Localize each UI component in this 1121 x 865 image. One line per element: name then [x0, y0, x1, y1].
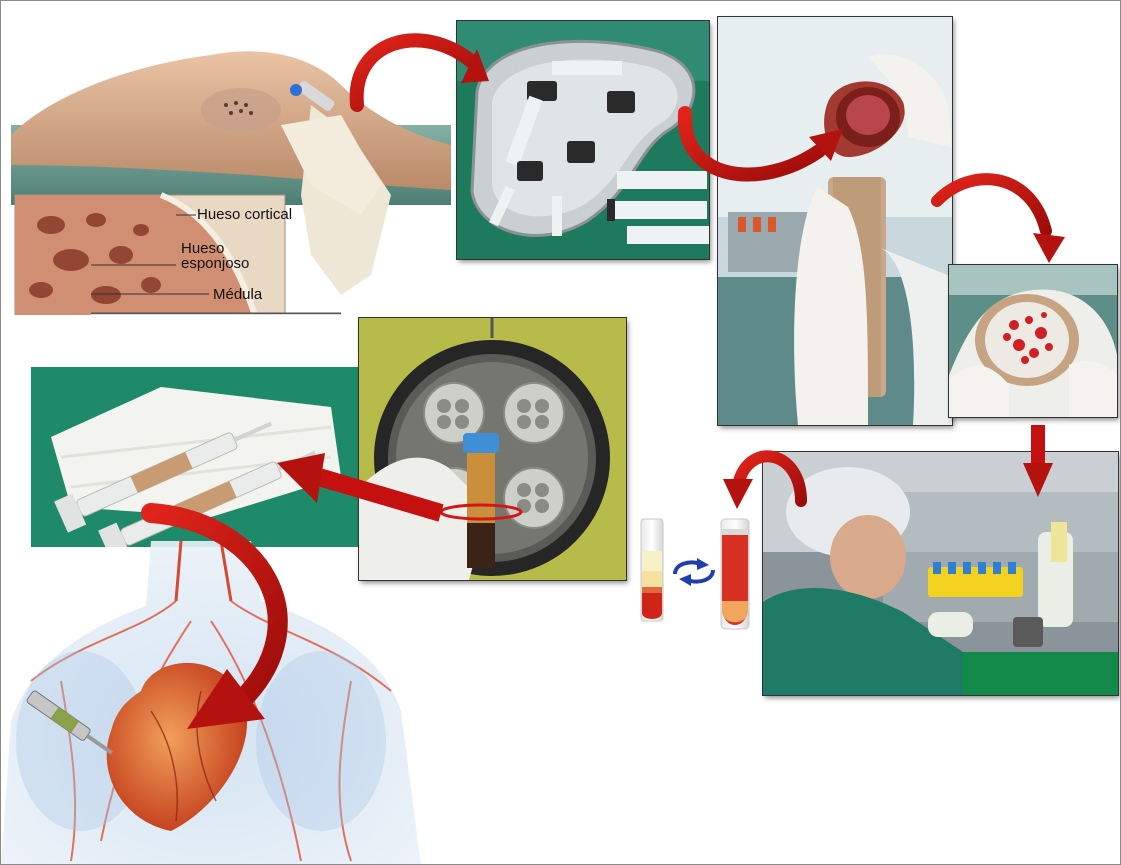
left-tube	[641, 519, 663, 621]
pouring-marrow-image	[718, 17, 952, 425]
label-cortical-bone: Hueso cortical	[197, 206, 292, 223]
right-tube	[721, 519, 749, 629]
syringes-tray-image	[457, 21, 709, 259]
lab-technician-image	[763, 452, 1118, 695]
swap-arrows-icon	[667, 556, 721, 588]
heart-infusion-illustration	[1, 541, 421, 865]
label-spongy-bone-line2: esponjoso	[181, 256, 249, 271]
label-marrow: Médula	[213, 286, 262, 303]
label-spongy-bone-line1: Hueso	[181, 241, 224, 256]
arrow-pouring-to-filter	[937, 179, 1065, 263]
filter-clots-image	[949, 265, 1117, 417]
syringes-gauze-image	[31, 367, 361, 547]
